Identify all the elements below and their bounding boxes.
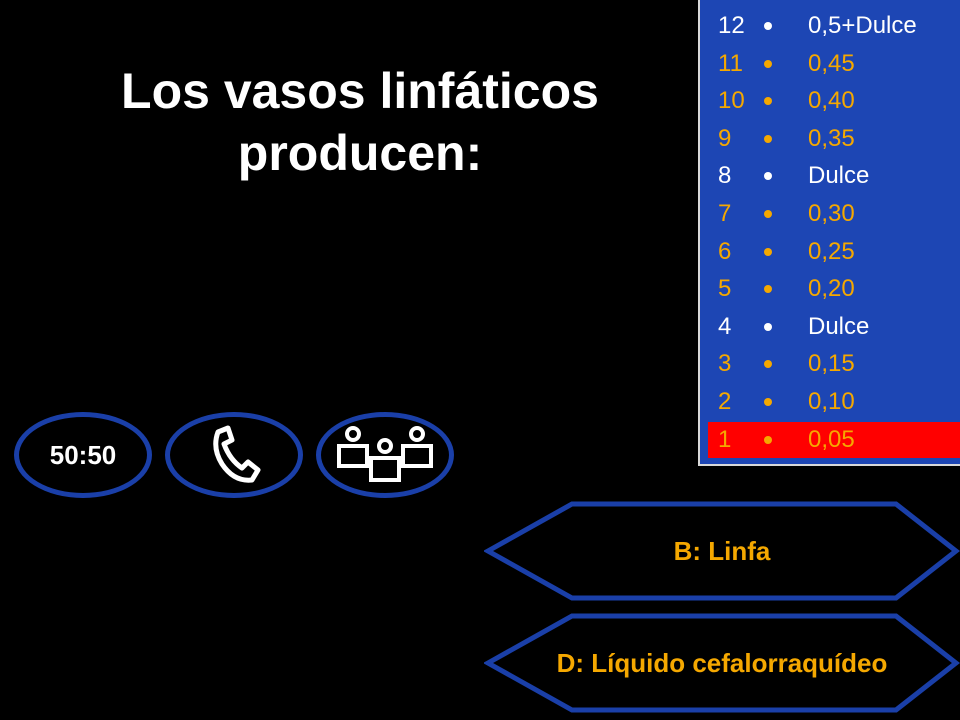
ladder-prize: 0,40 <box>808 87 855 115</box>
answer-d-frame <box>484 613 960 713</box>
ladder-dot <box>764 22 772 30</box>
ladder-prize: 0,5+Dulce <box>808 12 917 39</box>
ladder-prize: Dulce <box>808 162 870 190</box>
ladder-prize: 0,15 <box>808 350 855 378</box>
ladder-dot <box>764 247 772 256</box>
ladder-rung-12: 12 0,5+Dulce <box>708 8 960 44</box>
ladder-dot <box>764 398 772 406</box>
ladder-level: 8 <box>718 162 732 190</box>
ladder-level: 2 <box>718 388 732 415</box>
ladder-prize: 0,25 <box>808 237 855 265</box>
phone-a-friend-lifeline[interactable] <box>165 412 303 498</box>
ladder-dot <box>764 172 772 181</box>
ladder-level: 5 <box>718 275 732 303</box>
ladder-prize: 0,35 <box>808 124 855 152</box>
ladder-dot <box>764 59 772 68</box>
answer-b-frame <box>484 501 960 601</box>
ladder-dot <box>764 322 772 331</box>
ladder-level: 3 <box>718 350 732 378</box>
ladder-rung-8: 8 Dulce <box>708 158 960 194</box>
fifty-fifty-lifeline[interactable]: 50:50 <box>14 412 152 498</box>
ladder-prize: 0,20 <box>808 275 855 303</box>
ladder-level: 9 <box>718 124 732 152</box>
ladder-dot <box>764 360 772 369</box>
ladder-prize: Dulce <box>808 312 870 340</box>
ladder-dot <box>764 285 772 294</box>
ladder-level: 6 <box>718 237 732 265</box>
ladder-dot <box>764 97 772 106</box>
ladder-prize: 0,10 <box>808 388 855 415</box>
fifty-fifty-label: 50:50 <box>49 439 117 470</box>
answer-d[interactable]: D: Líquido cefalorraquídeo <box>484 612 960 714</box>
answer-b-label: B: Linfa <box>673 536 771 566</box>
ladder-level: 12 <box>718 12 745 39</box>
ladder-dot <box>764 134 772 143</box>
ladder-rung-4: 4 Dulce <box>708 309 960 345</box>
answer-d-label: D: Líquido cefalorraquídeo <box>556 648 888 678</box>
question-text: Los vasos linfáticos producen: <box>121 63 599 181</box>
ladder-prize: 0,45 <box>808 49 855 77</box>
ladder-level: 1 <box>718 425 732 453</box>
answer-b[interactable]: B: Linfa <box>484 500 960 602</box>
ladder-level: 4 <box>718 312 732 340</box>
ladder-dot <box>764 435 772 444</box>
ladder-level: 10 <box>718 87 745 115</box>
ladder-dot <box>764 210 772 218</box>
ladder-level: 7 <box>718 200 732 227</box>
ask-audience-lifeline[interactable] <box>316 412 454 498</box>
audience-icon <box>337 426 433 482</box>
ladder-level: 11 <box>718 49 743 77</box>
phone-icon <box>213 425 261 483</box>
ladder-prize: 0,05 <box>808 425 855 453</box>
ladder-prize: 0,30 <box>808 200 855 227</box>
